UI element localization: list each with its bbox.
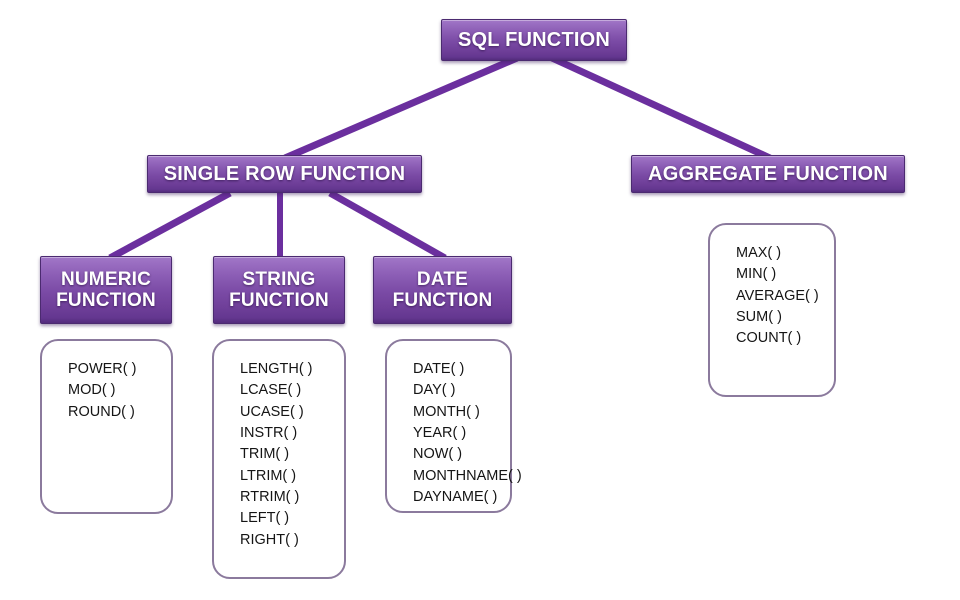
- connector-single-row-to-numeric: [108, 189, 232, 262]
- node-numeric-function-label-line1: NUMERIC: [60, 268, 152, 290]
- function-list-aggregate: MAX( ) MIN( ) AVERAGE( ) SUM( ) COUNT( ): [708, 223, 836, 397]
- function-list-item: POWER( ): [68, 361, 137, 377]
- function-list-date: DATE( ) DAY( ) MONTH( ) YEAR( ) NOW( ) MONTHN…: [385, 339, 522, 513]
- node-date-function-label: DATE FUNCTION: [393, 269, 493, 312]
- node-string-function-label: STRING FUNCTION: [229, 269, 329, 312]
- node-sql-function[interactable]: SQL FUNCTION: [441, 19, 627, 61]
- function-list-item: LTRIM( ): [240, 467, 297, 484]
- function-list-item: DAYNAME( ): [413, 488, 498, 505]
- function-list-item: RIGHT( ): [240, 531, 299, 548]
- connector-root-to-aggregate: [550, 54, 772, 162]
- function-list-item: MONTHNAME( ): [413, 467, 522, 484]
- function-list-item: DAY( ): [413, 382, 456, 399]
- node-numeric-function-label-line2: FUNCTION: [56, 290, 156, 311]
- function-list-item: NOW( ): [413, 446, 463, 463]
- node-date-function[interactable]: DATE FUNCTION: [373, 256, 512, 324]
- function-list-string: LENGTH( ) LCASE( ) UCASE( ) INSTR( ) TRIM( )…: [212, 339, 346, 579]
- function-list-item: MONTH( ): [413, 403, 480, 420]
- function-list-item: DATE( ): [413, 361, 465, 377]
- node-numeric-function-label: NUMERIC FUNCTION: [56, 269, 156, 312]
- function-list-item: MOD( ): [68, 382, 116, 399]
- node-string-function-label-line1: STRING: [242, 268, 316, 290]
- node-date-function-label-line1: DATE: [416, 268, 469, 290]
- connector-root-to-single-row: [283, 54, 519, 162]
- function-list-item: SUM( ): [736, 308, 782, 325]
- node-string-function[interactable]: STRING FUNCTION: [213, 256, 345, 324]
- function-list-item: RTRIM( ): [240, 488, 300, 505]
- node-sql-function-label: SQL FUNCTION: [457, 28, 611, 51]
- node-numeric-function[interactable]: NUMERIC FUNCTION: [40, 256, 172, 324]
- function-list-item: YEAR( ): [413, 424, 467, 441]
- connector-single-row-to-date: [328, 189, 447, 262]
- function-list-item: UCASE( ): [240, 403, 304, 420]
- function-list-item: INSTR( ): [240, 424, 298, 441]
- function-list-item: ROUND( ): [68, 403, 135, 420]
- function-list-item: COUNT( ): [736, 330, 802, 347]
- function-list-item: MAX( ): [736, 245, 782, 261]
- function-list-item: LEFT( ): [240, 510, 290, 527]
- node-single-row-function-label: SINGLE ROW FUNCTION: [163, 162, 406, 185]
- function-list-numeric: POWER( ) MOD( ) ROUND( ): [40, 339, 173, 514]
- node-aggregate-function-label: AGGREGATE FUNCTION: [648, 162, 888, 185]
- node-date-function-label-line2: FUNCTION: [392, 290, 493, 311]
- function-list-item: LENGTH( ): [240, 361, 313, 377]
- function-list-item: LCASE( ): [240, 382, 302, 399]
- node-aggregate-function[interactable]: AGGREGATE FUNCTION: [631, 155, 905, 193]
- function-list-item: TRIM( ): [240, 446, 290, 463]
- node-single-row-function[interactable]: SINGLE ROW FUNCTION: [147, 155, 422, 193]
- function-list-item: AVERAGE( ): [736, 287, 819, 304]
- function-list-item: MIN( ): [736, 266, 777, 283]
- node-string-function-label-line2: FUNCTION: [229, 290, 329, 311]
